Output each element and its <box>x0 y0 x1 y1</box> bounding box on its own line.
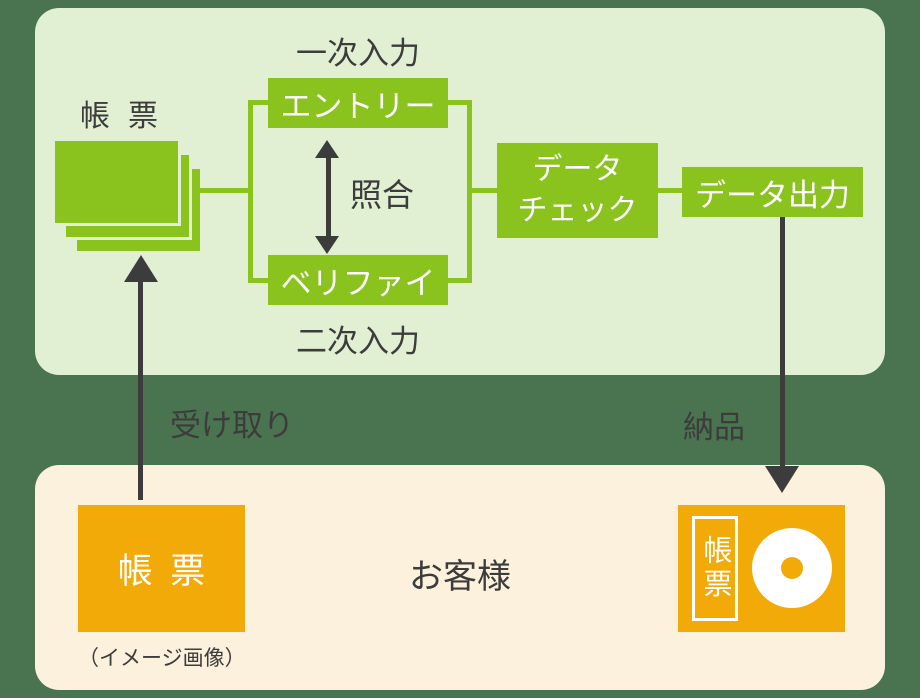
delivery-arrow-down-icon <box>765 466 799 493</box>
entry-box: エントリー <box>268 78 448 128</box>
cd-disc-hole <box>781 557 803 579</box>
data-check-line1: データ <box>532 153 623 186</box>
collation-label: 照合 <box>350 177 415 213</box>
paper-stack-label: 帳票 <box>80 100 176 133</box>
receive-arrow-line <box>138 280 143 500</box>
connector-line <box>200 188 248 193</box>
arrow-down-head-icon <box>315 236 339 254</box>
connector-line <box>248 278 268 283</box>
data-check-box: データ チェック <box>497 143 658 238</box>
verify-box: ベリファイ <box>268 255 448 305</box>
media-form-label: 帳票 <box>692 516 738 621</box>
delivered-media-box: 帳票 <box>678 505 845 632</box>
receive-arrow-up-icon <box>124 255 158 282</box>
connector-line <box>467 188 497 193</box>
data-output-box: データ出力 <box>682 167 863 217</box>
form-image-caption: （イメージ画像） <box>78 647 246 670</box>
connector-line <box>658 188 682 193</box>
connector-line <box>448 100 472 105</box>
delivery-arrow-line <box>780 217 785 468</box>
connector-line <box>248 100 253 283</box>
process-panel: 帳票 一次入力 二次入力 エントリー ベリファイ データ チェック データ出力 <box>35 8 885 375</box>
arrow-up-head-icon <box>315 140 339 158</box>
delivery-label: 納品 <box>683 410 745 445</box>
form-image-box: 帳票 <box>78 505 245 632</box>
secondary-input-caption: 二次入力 <box>296 324 420 359</box>
customer-label: お客様 <box>409 558 511 596</box>
collation-arrow-line <box>326 156 331 238</box>
paper-stack-icon <box>55 141 205 256</box>
receive-label: 受け取り <box>170 408 294 443</box>
connector-line <box>448 278 472 283</box>
primary-input-caption: 一次入力 <box>296 36 420 71</box>
connector-line <box>248 100 268 105</box>
cd-disc-icon <box>752 528 832 608</box>
customer-panel: 帳票 （イメージ画像） お客様 帳票 <box>35 465 885 690</box>
paper-sheet <box>55 141 178 223</box>
data-check-line2: チェック <box>517 193 638 227</box>
